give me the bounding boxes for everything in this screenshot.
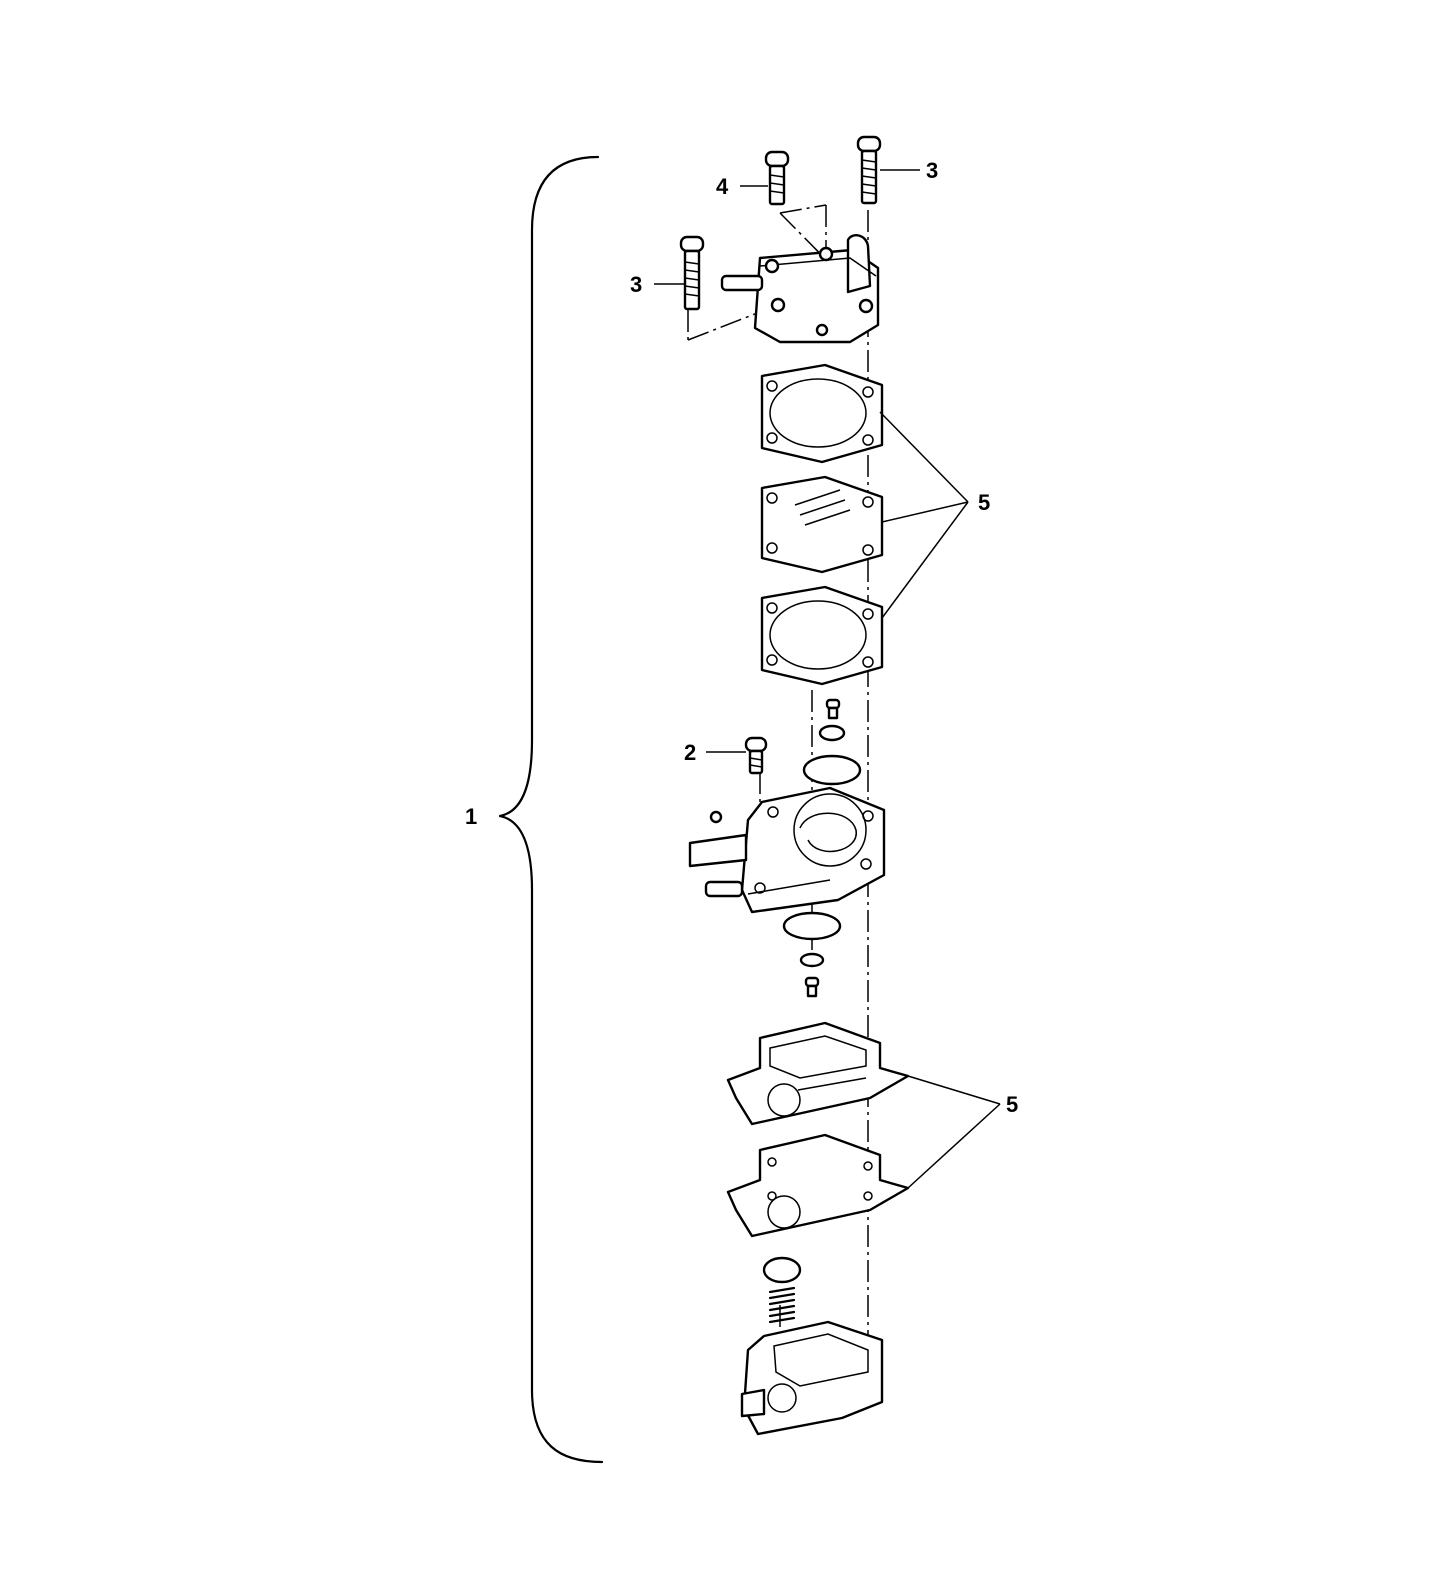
callout-assembly: 1: [465, 804, 477, 829]
callout-screw-left: 3: [630, 272, 642, 297]
valve-screw-upper: [825, 698, 841, 720]
callout-screw-right: 3: [926, 158, 938, 183]
valve-cap: [762, 1256, 802, 1284]
leader-lines: [654, 169, 1001, 1189]
screw-top-middle: [764, 150, 790, 206]
valve-disc-lower: [782, 911, 842, 941]
gasket-upper-1: [760, 363, 884, 464]
callout-screw-small: 2: [684, 740, 696, 765]
gasket-upper-2: [760, 585, 884, 686]
callout-gasket-lower: 5: [1006, 1092, 1018, 1117]
screw-small-2: [744, 736, 768, 775]
diaphragm: [760, 475, 884, 574]
valve-screw-lower: [804, 976, 820, 998]
pump-base: [740, 1320, 884, 1436]
callout-gasket-upper: 5: [978, 490, 990, 515]
gasket-lower-2: [726, 1133, 910, 1238]
screw-top-right: [856, 135, 882, 205]
pump-body: [688, 786, 886, 914]
gasket-lower-1: [726, 1021, 910, 1126]
screw-top-left: [679, 235, 705, 311]
valve-disc-upper: [802, 754, 862, 786]
callout-screw-top: 4: [716, 174, 729, 199]
valve-retainer-lower: [799, 952, 825, 968]
valve-spring: [768, 1286, 796, 1324]
pump-cover: [720, 234, 880, 344]
assembly-brace: [498, 155, 604, 1464]
valve-retainer-upper: [818, 724, 846, 742]
